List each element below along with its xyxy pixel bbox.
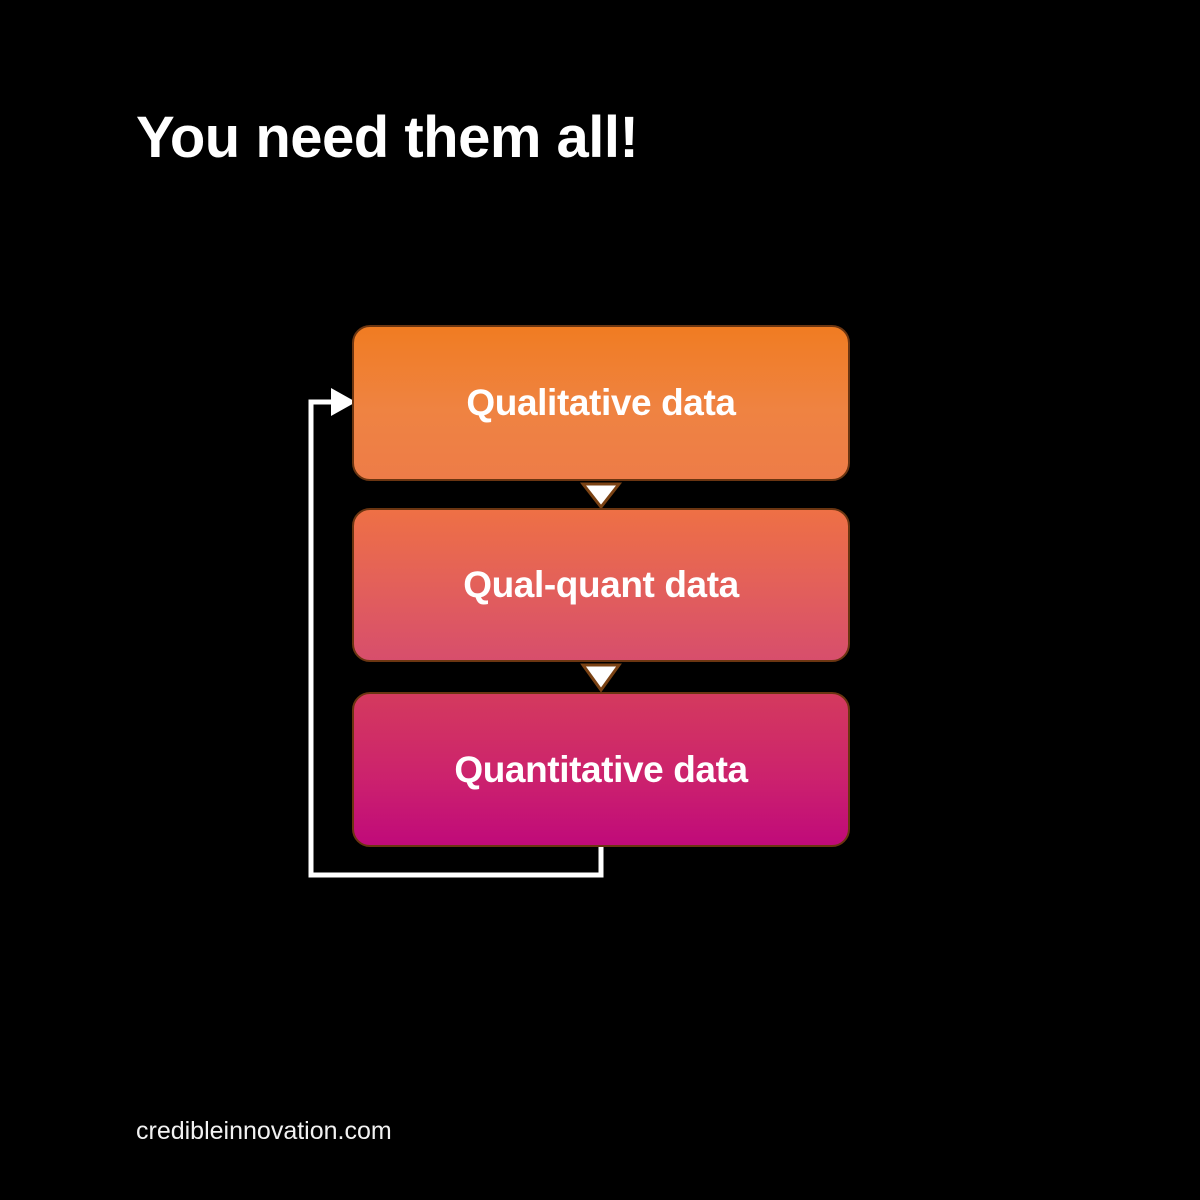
- triangle-down-icon-2: [580, 663, 622, 693]
- node-quantitative-data[interactable]: Quantitative data: [352, 692, 850, 847]
- node-qualitative-data[interactable]: Qualitative data: [352, 325, 850, 481]
- page-title: You need them all!: [136, 105, 639, 170]
- node-label: Qualitative data: [466, 382, 736, 423]
- node-label: Qual-quant data: [463, 564, 739, 605]
- triangle-down-icon-1: [579, 482, 623, 510]
- node-label: Quantitative data: [454, 748, 748, 790]
- node-qual-quant-data[interactable]: Qual-quant data: [352, 508, 850, 662]
- footer-website: credibleinnovation.com: [136, 1117, 392, 1145]
